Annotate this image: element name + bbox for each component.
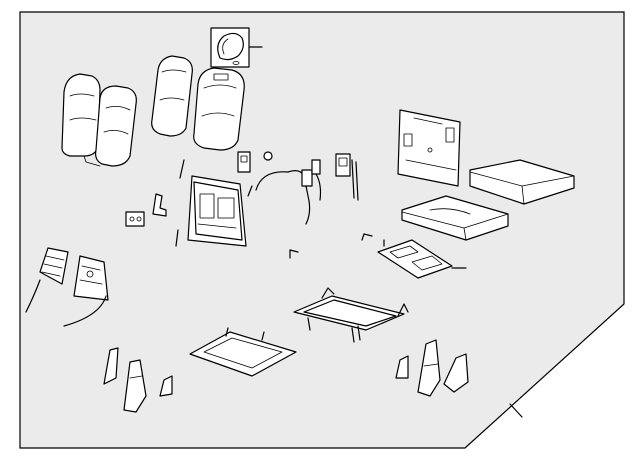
latch-cover	[237, 151, 251, 173]
headrest-cover	[210, 27, 250, 68]
connector-block	[125, 211, 145, 227]
clip	[263, 151, 273, 161]
seat-cushion-pad	[469, 159, 575, 205]
seat-back-panel-middle	[151, 55, 193, 137]
seat-cushion	[401, 195, 509, 241]
leader-line-assembly	[509, 403, 523, 418]
seat-back-rear-panel	[397, 109, 461, 187]
recliner-handle	[335, 153, 359, 201]
seat-back-frame	[175, 159, 253, 247]
wiring-harness	[255, 159, 322, 225]
latch-bracket	[152, 193, 167, 217]
diagram-background-panel	[19, 11, 625, 449]
lumbar-assembly	[63, 255, 109, 327]
seat-back-left	[61, 73, 137, 167]
seat-back-cushion-right	[193, 67, 245, 151]
hinge-cover-left	[103, 347, 173, 413]
seat-tray	[377, 239, 453, 279]
clip-set	[289, 233, 385, 259]
seat-frame	[293, 287, 409, 343]
seat-pan-plate	[189, 327, 297, 377]
hinge-cover-right	[395, 339, 469, 397]
lumbar-control-module	[25, 247, 69, 313]
